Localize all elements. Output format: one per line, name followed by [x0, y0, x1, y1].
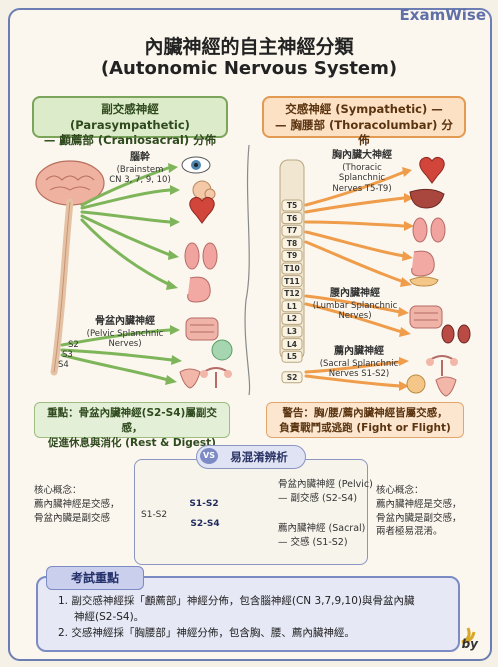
brand-logo: ExamWise: [399, 6, 486, 24]
heart-icon: [419, 156, 445, 184]
bladder-icon: [406, 374, 426, 394]
s2-label: S2: [68, 340, 79, 350]
s2s4-segment-label: S2-S4: [190, 519, 220, 529]
vertebra-l4: [281, 338, 303, 351]
vertebra-l3: [281, 325, 303, 338]
page-title: 內臟神經的自主神經分類: [144, 36, 354, 58]
center-divider: [244, 144, 251, 396]
vertebra-label-t9: T9: [286, 251, 298, 261]
exam-point-1: 1. 副交感神經採「顱薦部」神經分佈，包含腦神經(CN 3,7,9,10)與骨盆…: [58, 595, 415, 623]
vertebra-l5: [281, 350, 303, 363]
vertebra-t10: [281, 262, 303, 275]
sympathetic-arrows: [304, 170, 406, 388]
liver-icon: [409, 188, 445, 209]
vertebra-label-t12: T12: [284, 289, 300, 299]
parasympathetic-header: 副交感神經 (Parasympathetic) — 顱薦部 (Craniosac…: [32, 96, 228, 147]
intestine-icon: [185, 317, 219, 341]
banana-icon: [461, 627, 476, 644]
vertebra-t8: [281, 237, 303, 250]
vertebra-label-t10: T10: [284, 264, 300, 273]
vertebra-l1: [281, 300, 303, 313]
s4-label: S4: [58, 360, 69, 370]
vertebra-label-l1: L1: [287, 301, 297, 311]
sympathetic-note-line2: 負責戰鬥或逃跑 (Fight or Flight): [279, 422, 451, 435]
vertebra-t5: [281, 199, 303, 212]
sacral-splanchnic-label: 薦內臟神經 (Sacral Splanchnic Nerves S1-S2): [319, 346, 399, 380]
exam-points-tag: 考試重點: [46, 566, 144, 590]
range-label: S1-S2: [141, 510, 168, 520]
pelvic-nerve-label: 骨盆內臟神經 (Pelvic Splanchnic Nerves): [86, 316, 164, 350]
author-signature: by: [461, 637, 478, 651]
sympathetic-header-line2: — 胸腰部 (Thoracolumbar) 分佈: [275, 117, 453, 148]
intestine-icon: [409, 305, 443, 329]
parasympathetic-key-note: 重點：骨盆內臟神經(S2-S4)屬副交感， 促進休息與消化 (Rest & Di…: [34, 402, 230, 449]
parasympathetic-cranial-arrows: [80, 166, 172, 287]
confusion-right-note: 核心概念： 薦內臟神經是交感， 骨盆內臟是副交感， 兩者極易混淆。: [376, 485, 462, 538]
vs-badge: VS: [200, 448, 218, 464]
sympathetic-note-line1: 警告：胸/腰/薦內臟神經皆屬交感，: [282, 407, 448, 419]
vertebra-label-l2: L2: [287, 314, 297, 324]
vertebra-label-l4: L4: [287, 339, 297, 349]
salivary-gland-icon: [192, 180, 216, 200]
vertebra-t6: [281, 212, 303, 225]
sympathetic-warning-note: 警告：胸/腰/薦內臟神經皆屬交感， 負責戰鬥或逃跑 (Fight or Flig…: [266, 402, 464, 438]
vertebra-t11: [281, 275, 303, 288]
stomach-icon: [411, 250, 435, 277]
ovary-icon: [426, 355, 458, 376]
vertebra-label-l5: L5: [287, 352, 297, 362]
vertebra-t7: [281, 224, 303, 237]
parasympathetic-note-line1: 重點：骨盆內臟神經(S2-S4)屬副交感，: [47, 407, 217, 435]
pancreas-icon: [409, 276, 439, 287]
ovary-icon: [200, 367, 232, 388]
confusion-left-note: 核心概念： 薦內臟神經是交感， 骨盆內臟是副交感: [34, 485, 120, 524]
parasympathetic-header-line2: — 顱薦部 (Craniosacral) 分佈: [43, 133, 217, 148]
exam-point-2: 2. 交感神經採「胸腰部」神經分佈，包含胸、腰、薦內臟神經。: [58, 627, 355, 639]
lungs-icon: [184, 242, 218, 270]
vertebra-label-l3: L3: [287, 327, 297, 336]
kidney-icon: [441, 324, 471, 344]
vertebra-label-t5: T5: [286, 201, 298, 210]
parasympathetic-pelvic-arrows: [60, 328, 174, 382]
sympathetic-header: 交感神經 (Sympathetic) — — 胸腰部 (Thoracolumba…: [262, 96, 466, 147]
vertebra-t12: [281, 287, 303, 300]
sympathetic-header-line1: 交感神經 (Sympathetic) —: [285, 102, 443, 116]
parasympathetic-note-line2: 促進休息與消化 (Rest & Digest): [48, 437, 216, 450]
lungs-icon: [412, 217, 446, 243]
s3-label: S3: [62, 350, 73, 360]
brainstem-label: 腦幹 (Brainstem CN 3, 7, 9, 10): [109, 152, 171, 186]
uterus-icon: [435, 376, 457, 397]
lumbar-splanchnic-label: 腰內臟神經 (Lumbar Splanchnic Nerves): [312, 288, 398, 322]
page-subtitle: (Autonomic Nervous System): [100, 58, 398, 79]
vertebra-t9: [281, 249, 303, 262]
vertebra-s2: [281, 371, 303, 384]
vertebra-label-t6: T6: [286, 213, 298, 223]
vertebra-l2: [281, 312, 303, 325]
vertebra-label-t7: T7: [286, 226, 298, 236]
eye-icon: [181, 156, 211, 174]
parasympathetic-header-line1: 副交感神經 (Parasympathetic): [70, 102, 190, 132]
vertebra-label-s2: S2: [286, 372, 298, 382]
sacral-compare-label: 薦內臟神經 (Sacral) — 交感 (S1-S2): [278, 523, 366, 548]
pelvic-compare-label: 骨盆內臟神經 (Pelvic) — 副交感 (S2-S4): [278, 479, 373, 504]
stomach-icon: [187, 276, 211, 303]
vertebra-label-t8: T8: [286, 238, 298, 248]
uterus-icon: [179, 368, 201, 389]
bladder-icon: [211, 339, 233, 361]
s1s2-segment-label: S1-S2: [189, 499, 219, 509]
heart-icon: [189, 196, 215, 224]
thoracic-splanchnic-label: 胸內臟大神經 (Thoracic Splanchnic Nerves T5-T9…: [332, 150, 392, 194]
vertebra-label-t11: T11: [284, 276, 300, 286]
